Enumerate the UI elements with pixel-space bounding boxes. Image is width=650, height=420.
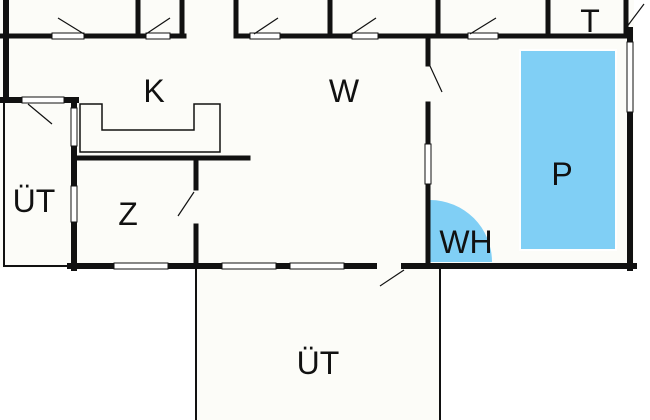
room-label-kitchen: K bbox=[143, 73, 164, 109]
windows bbox=[21, 32, 634, 270]
floor-area-terrace-bottom bbox=[196, 268, 440, 420]
room-label-pool: P bbox=[551, 156, 572, 192]
walls bbox=[0, 0, 637, 271]
door-swing-wh bbox=[430, 200, 492, 262]
room-label-top-right: T bbox=[580, 3, 600, 39]
terrace-bottom-frame bbox=[195, 266, 441, 420]
room-label-bedroom: Z bbox=[118, 196, 138, 232]
room-label-wellness: WH bbox=[439, 224, 492, 260]
floor-area-terrace-left bbox=[4, 106, 74, 266]
room-label-living: W bbox=[329, 73, 360, 109]
room-label-terrace-bottom: ÜT bbox=[297, 345, 340, 381]
kitchen-counter bbox=[79, 103, 221, 153]
door-leaves bbox=[27, 3, 645, 287]
pool bbox=[519, 49, 617, 251]
room-label-terrace-left: ÜT bbox=[13, 183, 56, 219]
